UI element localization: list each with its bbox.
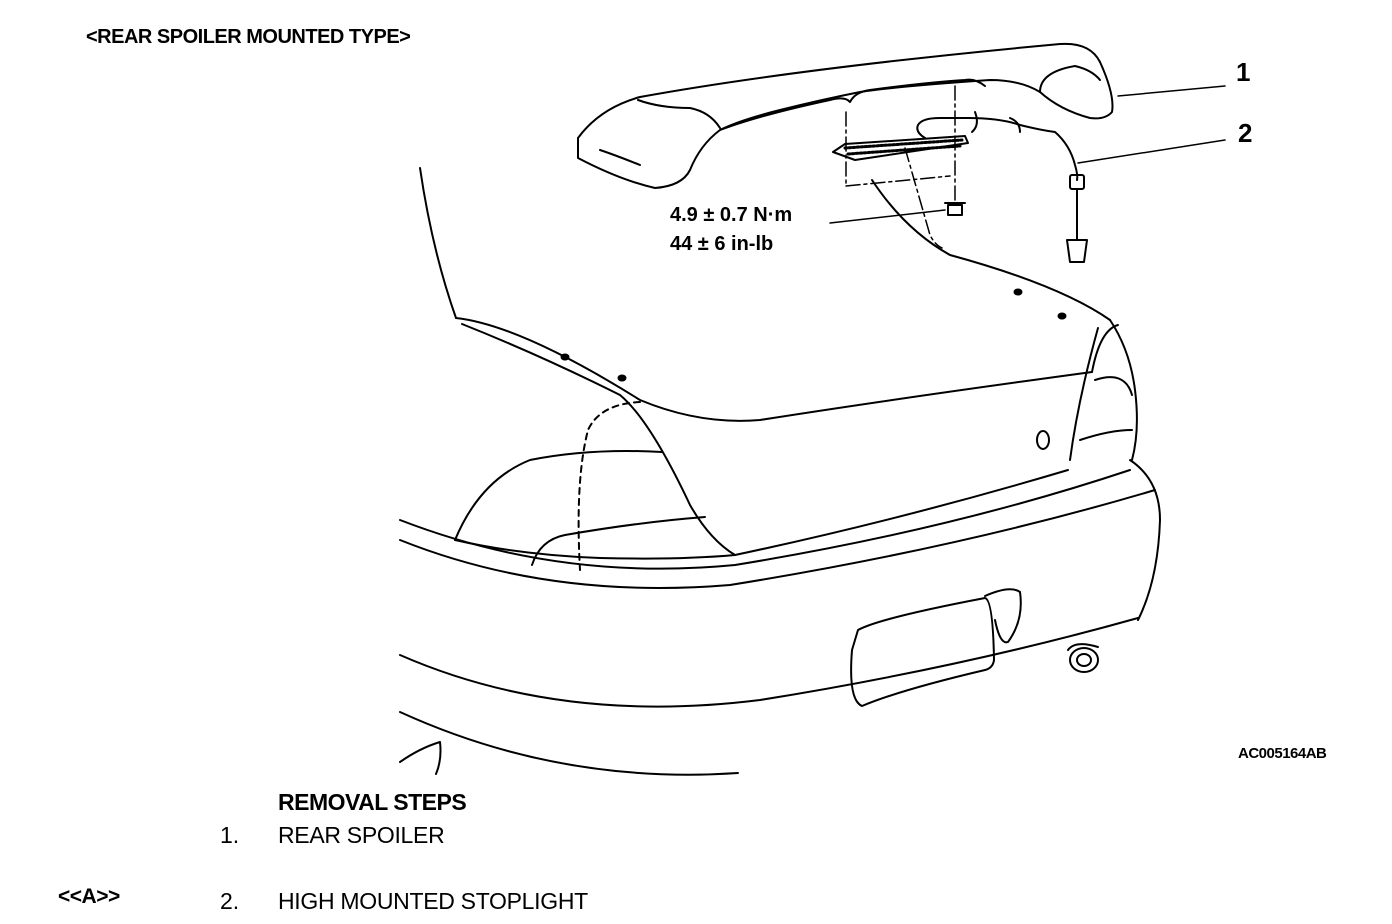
removal-steps-heading: REMOVAL STEPS bbox=[278, 789, 467, 815]
callout-label-2: 2 bbox=[1238, 118, 1252, 148]
leader-lines bbox=[829, 85, 1226, 224]
mounting-bolt bbox=[944, 202, 966, 216]
step-number: 1. bbox=[220, 822, 240, 848]
alignment-lines bbox=[845, 85, 956, 249]
step-number: 2. bbox=[220, 888, 240, 914]
rear-spoiler bbox=[577, 42, 1114, 189]
high-mounted-stoplight bbox=[832, 111, 1088, 263]
torque-metric: 4.9 ± 0.7 N·m bbox=[670, 204, 792, 226]
torque-imperial: 44 ± 6 in-lb bbox=[670, 233, 773, 255]
figure-id: AC005164AB bbox=[1238, 745, 1327, 762]
step-service-note: <<A>> bbox=[58, 885, 120, 908]
step-label-rear-spoiler: REAR SPOILER bbox=[278, 822, 445, 848]
callout-label-1: 1 bbox=[1236, 57, 1250, 87]
step-label-high-mounted-stoplight: HIGH MOUNTED STOPLIGHT bbox=[278, 888, 588, 914]
diagram-title: <REAR SPOILER MOUNTED TYPE> bbox=[86, 26, 411, 48]
car-body bbox=[399, 167, 1161, 776]
